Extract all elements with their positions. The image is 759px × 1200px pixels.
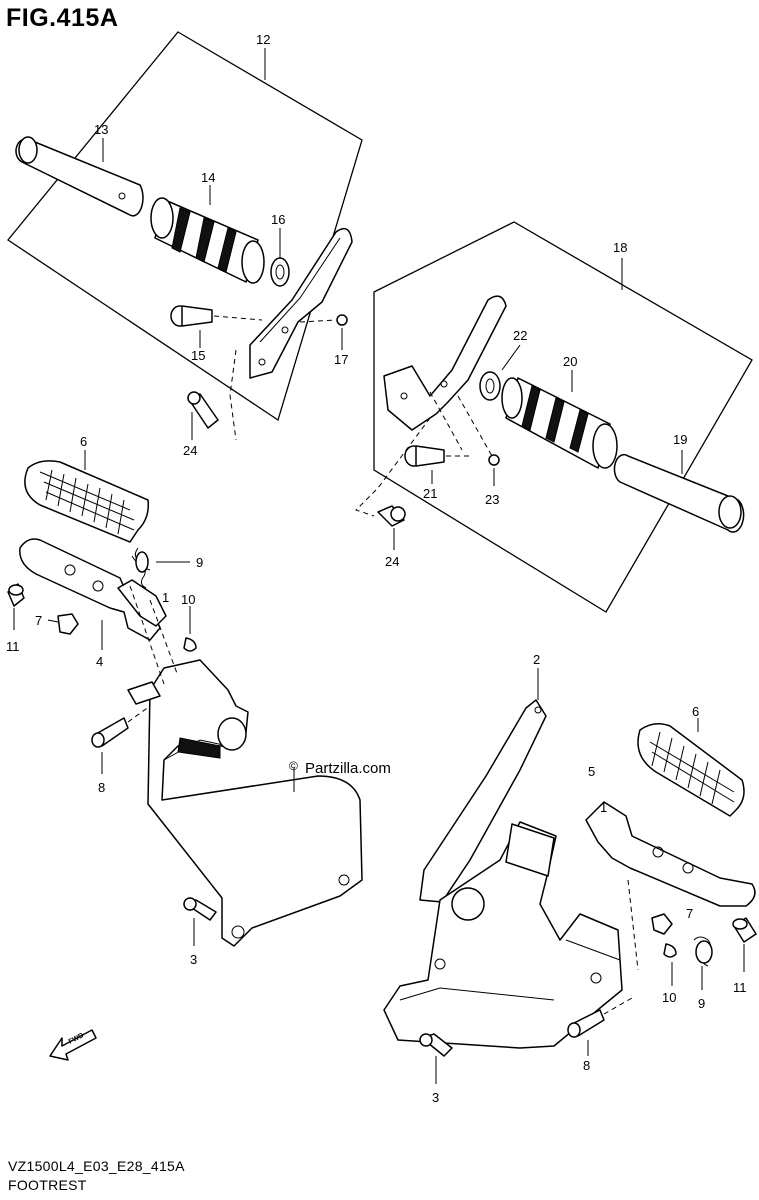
callout-8-b: 8 (583, 1058, 590, 1073)
part-22-washer[interactable] (479, 344, 521, 401)
callout-21: 21 (423, 486, 437, 501)
part-7-nut-right[interactable] (651, 913, 673, 935)
watermark-text: Partzilla.com (305, 760, 391, 777)
callout-labels: 12 13 14 16 15 17 24 18 22 20 19 21 23 2… (6, 32, 747, 1105)
left-main-bracket[interactable] (127, 585, 363, 947)
callout-6-a: 6 (80, 434, 87, 449)
callout-1-a: 1 (162, 590, 169, 605)
callout-24-a: 24 (183, 443, 197, 458)
part-6-rubber-cover-left[interactable] (24, 450, 150, 543)
callout-6-b: 6 (692, 704, 699, 719)
callout-11-b: 11 (733, 980, 747, 995)
callout-4: 4 (96, 654, 103, 669)
part-4-footpeg-left[interactable] (19, 538, 167, 650)
callout-8-a: 8 (98, 780, 105, 795)
part-10-clip-right[interactable] (663, 943, 677, 986)
part-8-pin-left[interactable] (91, 705, 151, 774)
callout-20: 20 (563, 354, 577, 369)
part-3-bolt-left[interactable] (183, 897, 217, 946)
right-bracket-loop[interactable] (383, 295, 507, 431)
part-6-rubber-cover-right[interactable] (637, 718, 745, 817)
right-main-bracket[interactable] (383, 821, 623, 1049)
figure-caption: FOOTREST (8, 1177, 87, 1193)
part-14-roller[interactable] (150, 185, 265, 284)
watermark-symbol: © (289, 759, 298, 773)
part-9-spring-left[interactable] (131, 547, 190, 589)
callout-9-a: 9 (196, 555, 203, 570)
callout-1-b: 1 (600, 800, 607, 815)
part-9-spring-right[interactable] (693, 936, 713, 990)
callout-12: 12 (256, 32, 270, 47)
callout-24-b: 24 (385, 554, 399, 569)
callout-18: 18 (613, 240, 627, 255)
part-24-bolt-a[interactable] (187, 349, 237, 441)
callout-10-b: 10 (662, 990, 676, 1005)
part-16-washer[interactable] (270, 228, 290, 287)
figure-code: VZ1500L4_E03_E28_415A (8, 1158, 185, 1174)
callout-13: 13 (94, 122, 108, 137)
part-20-roller[interactable] (501, 370, 618, 469)
part-23-clip[interactable] (429, 391, 500, 486)
part-10-clip-left[interactable] (183, 606, 197, 652)
callout-7-b: 7 (686, 906, 693, 921)
watermark: © Partzilla.com (289, 759, 391, 777)
callout-17: 17 (334, 352, 348, 367)
callout-9-b: 9 (698, 996, 705, 1011)
part-13-pin[interactable] (15, 136, 144, 217)
callout-3-b: 3 (432, 1090, 439, 1105)
callout-19: 19 (673, 432, 687, 447)
part-11-bumper-right[interactable] (732, 917, 757, 972)
callout-15: 15 (191, 348, 205, 363)
fwd-arrow (49, 1029, 97, 1061)
part-19-pin[interactable] (613, 450, 745, 533)
part-1-footpeg-right[interactable] (585, 801, 756, 971)
part-2-frame-arm[interactable] (419, 668, 547, 903)
part-11-bumper-left[interactable] (7, 583, 25, 630)
callout-5: 5 (588, 764, 595, 779)
callout-3-a: 3 (190, 952, 197, 967)
callout-11-a: 11 (6, 639, 20, 654)
part-8-pin-right[interactable] (567, 997, 633, 1056)
part-21-bolt[interactable] (404, 445, 470, 484)
part-15-bolt[interactable] (170, 305, 263, 348)
callout-10-a: 10 (181, 592, 195, 607)
callout-2: 2 (533, 652, 540, 667)
part-7-nut-left[interactable] (47, 613, 79, 635)
part-24-bolt-b[interactable] (355, 417, 431, 550)
callout-14: 14 (201, 170, 215, 185)
left-bracket-loop[interactable] (249, 227, 353, 379)
callout-22: 22 (513, 328, 527, 343)
callout-7-a: 7 (35, 613, 42, 628)
callout-23: 23 (485, 492, 499, 507)
part-3-bolt-right[interactable] (419, 1033, 453, 1084)
callout-16: 16 (271, 212, 285, 227)
figure-title: FIG.415A (6, 4, 119, 32)
part-17-clip[interactable] (299, 314, 348, 350)
